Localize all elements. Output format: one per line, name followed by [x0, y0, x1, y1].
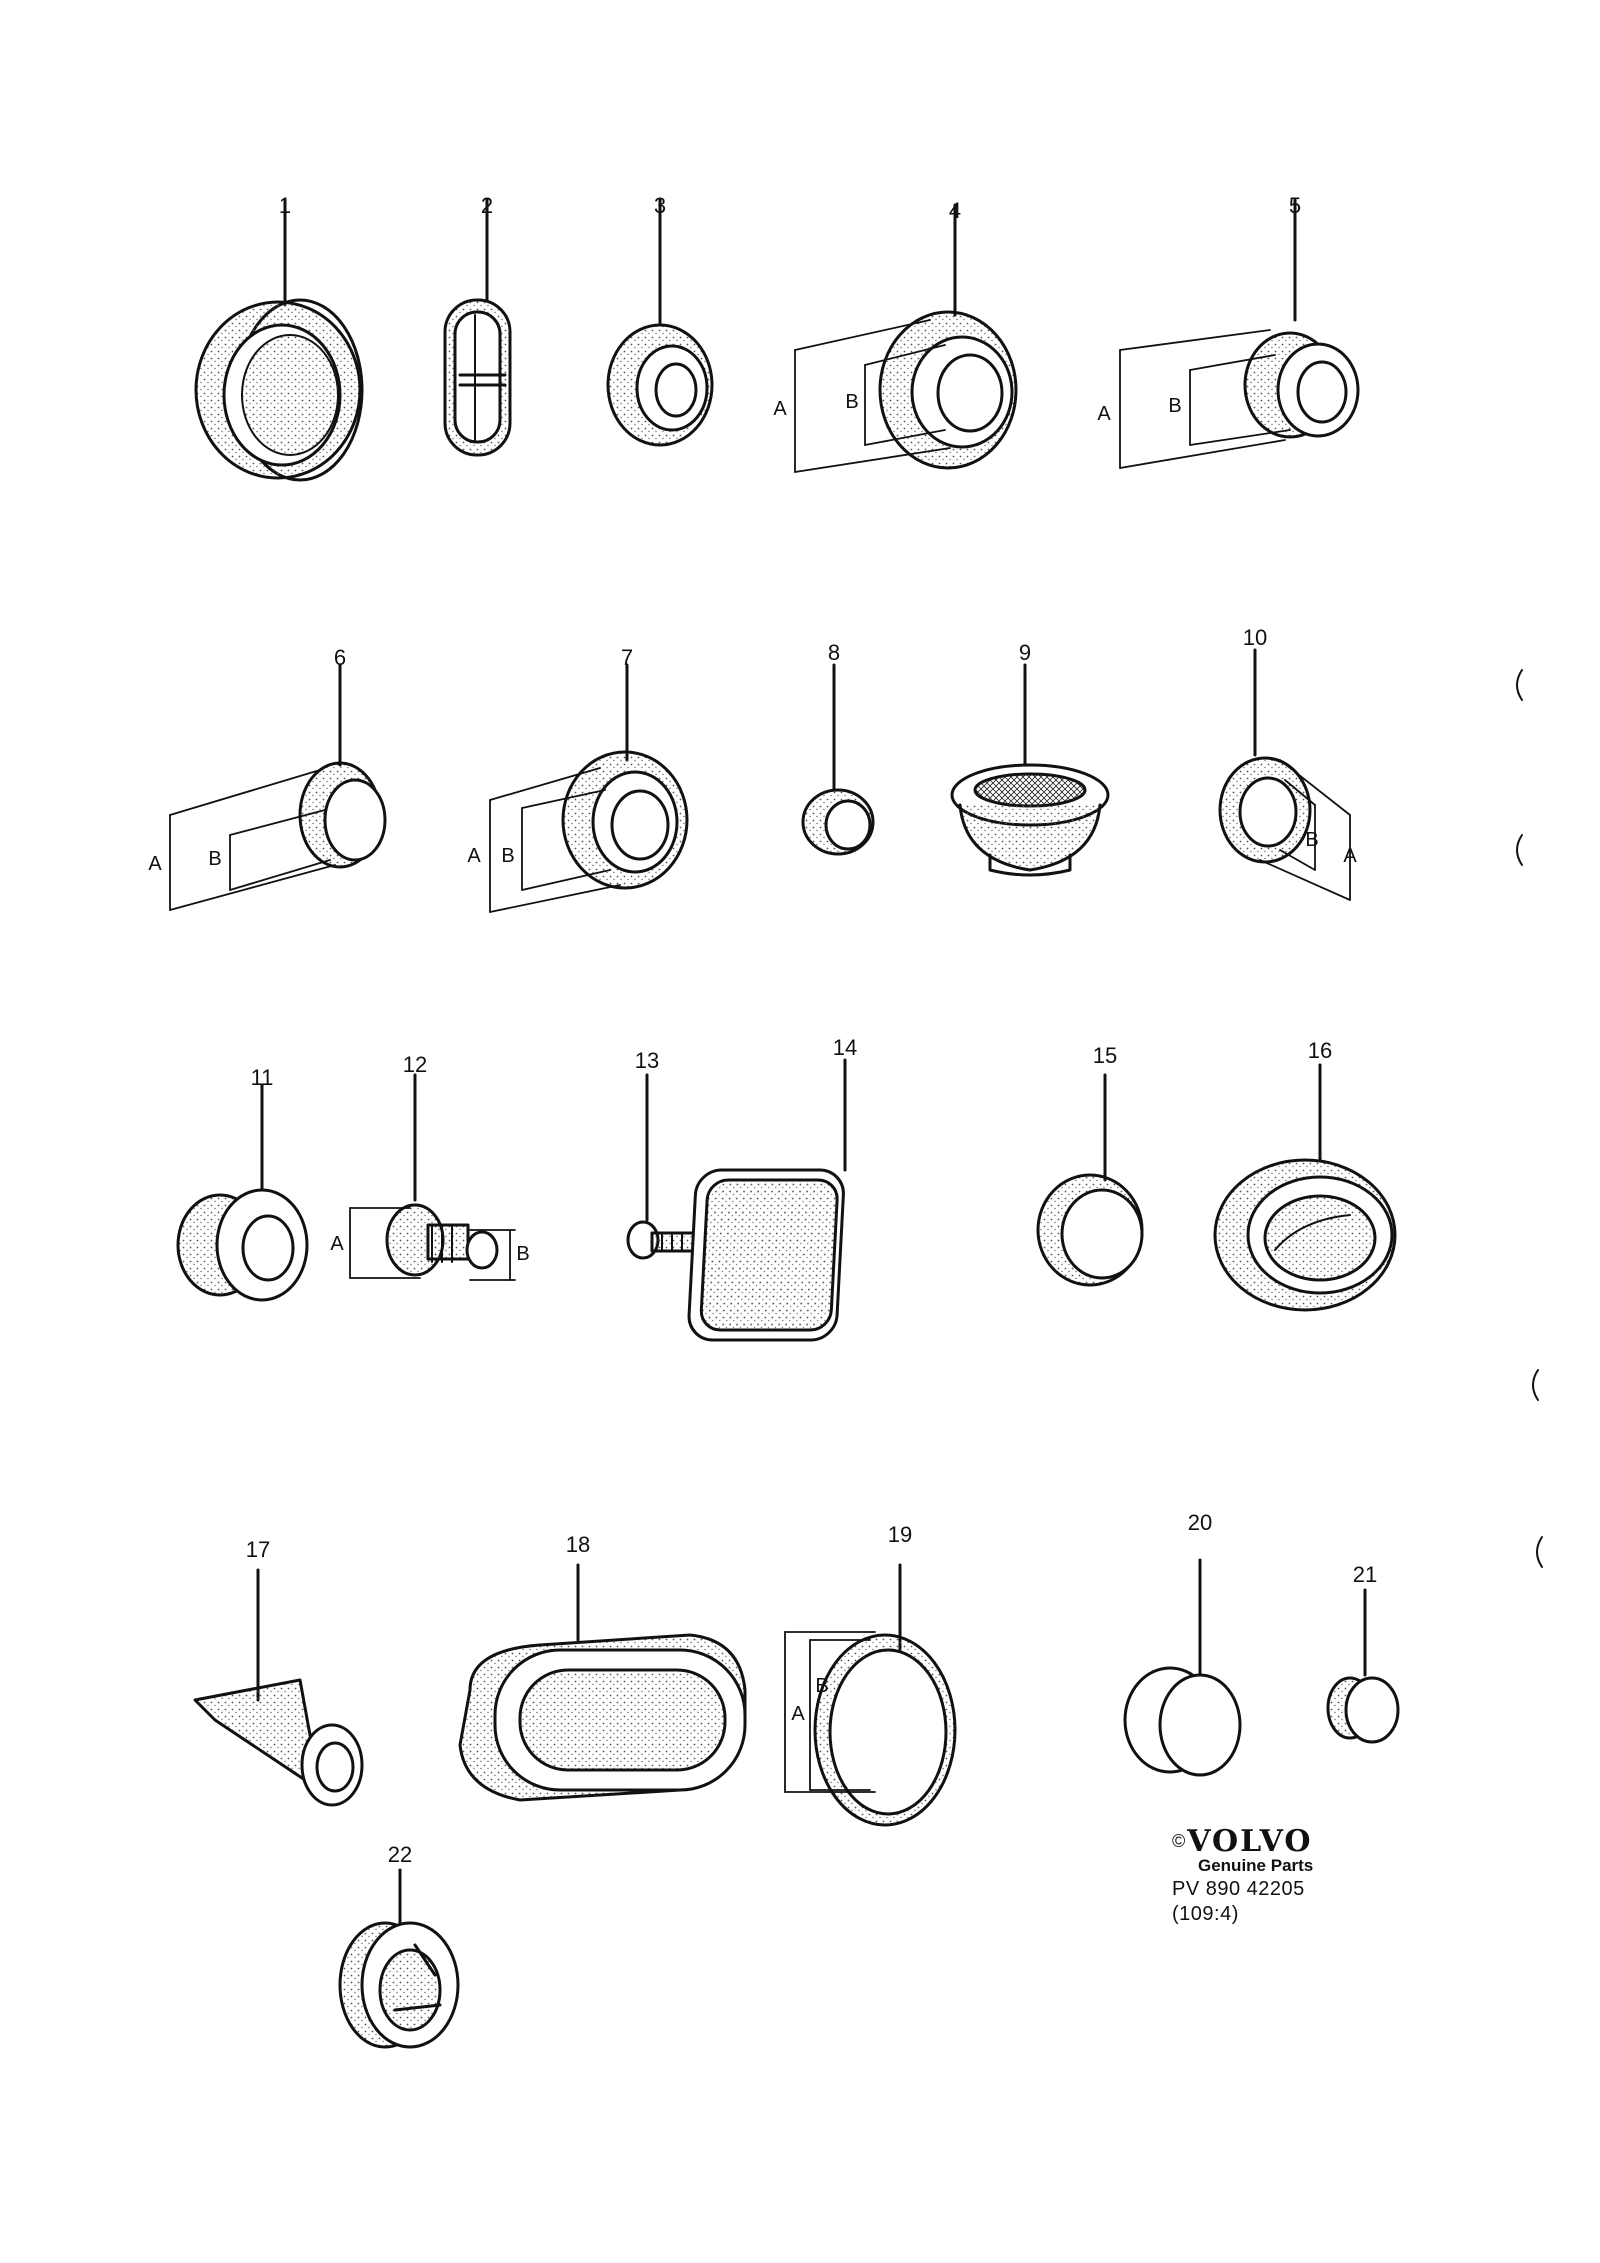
- part-17: [193, 1568, 364, 1807]
- part-number: PV 890 42205: [1172, 1878, 1305, 1900]
- callout-6: 6: [334, 645, 346, 670]
- dim-label-b: B: [208, 848, 221, 870]
- dim-label-a: A: [773, 398, 787, 420]
- part-4: [794, 203, 1018, 473]
- dim-label-a: A: [148, 853, 162, 875]
- part-18: [458, 1563, 747, 1802]
- callout-10: 10: [1243, 625, 1267, 650]
- callout-14: 14: [833, 1035, 857, 1060]
- callout-1: 1: [279, 193, 291, 218]
- part-12: [349, 1073, 516, 1281]
- callout-9: 9: [1019, 640, 1031, 665]
- volvo-wordmark: VOLVO: [1187, 1824, 1313, 1859]
- dim-label-a: A: [791, 1703, 805, 1725]
- volvo-genuine-parts-block: ©VOLVO Genuine Parts PV 890 42205 (109:4…: [1172, 1824, 1372, 1926]
- part-14: [687, 1058, 847, 1342]
- volvo-logo: ©VOLVO: [1172, 1824, 1372, 1859]
- dim-label-a: A: [1343, 845, 1357, 867]
- part-22: [338, 1868, 460, 2049]
- callout-18: 18: [566, 1532, 590, 1557]
- callout-16: 16: [1308, 1038, 1332, 1063]
- callout-21: 21: [1353, 1562, 1377, 1587]
- part-15: [1036, 1073, 1144, 1287]
- dim-label-a: A: [1097, 403, 1111, 425]
- part-2: [443, 198, 512, 457]
- part-13: [626, 1073, 708, 1260]
- part-7: [489, 663, 689, 913]
- callout-2: 2: [481, 193, 493, 218]
- genuine-parts-label: Genuine Parts: [1198, 1856, 1314, 1875]
- part-3: [606, 198, 714, 447]
- dim-label-b: B: [501, 845, 514, 867]
- copyright-symbol: ©: [1172, 1831, 1186, 1851]
- callout-3: 3: [654, 193, 666, 218]
- part-19: [784, 1563, 957, 1827]
- part-21: [1326, 1588, 1400, 1744]
- callout-8: 8: [828, 640, 840, 665]
- page-reference: (109:4): [1172, 1903, 1239, 1925]
- part-16: [1213, 1063, 1397, 1312]
- dim-label-b: B: [1168, 395, 1181, 417]
- callout-22: 22: [388, 1842, 412, 1867]
- dim-label-b: B: [845, 391, 858, 413]
- part-6: [169, 663, 387, 911]
- callout-7: 7: [621, 645, 633, 670]
- callout-12: 12: [403, 1052, 427, 1077]
- callout-11: 11: [251, 1065, 274, 1090]
- part-9: [950, 663, 1110, 877]
- dim-label-b: B: [516, 1243, 529, 1265]
- part-8: [801, 663, 875, 856]
- callout-15: 15: [1093, 1043, 1117, 1068]
- callout-13: 13: [635, 1048, 659, 1073]
- part-1: [194, 198, 364, 482]
- dim-label-a: A: [467, 845, 481, 867]
- callout-4: 4: [949, 198, 961, 223]
- dim-label-b: B: [1305, 829, 1318, 851]
- callout-17: 17: [246, 1537, 270, 1562]
- margin-marks: [1516, 669, 1543, 1568]
- callout-5: 5: [1289, 193, 1301, 218]
- part-20: [1123, 1558, 1242, 1777]
- dim-label-b: B: [815, 1675, 828, 1697]
- callout-19: 19: [888, 1522, 912, 1547]
- part-11: [176, 1083, 309, 1302]
- part-5: [1119, 198, 1360, 469]
- part-10: [1218, 648, 1351, 901]
- dim-label-a: A: [330, 1233, 344, 1255]
- callout-20: 20: [1188, 1510, 1212, 1535]
